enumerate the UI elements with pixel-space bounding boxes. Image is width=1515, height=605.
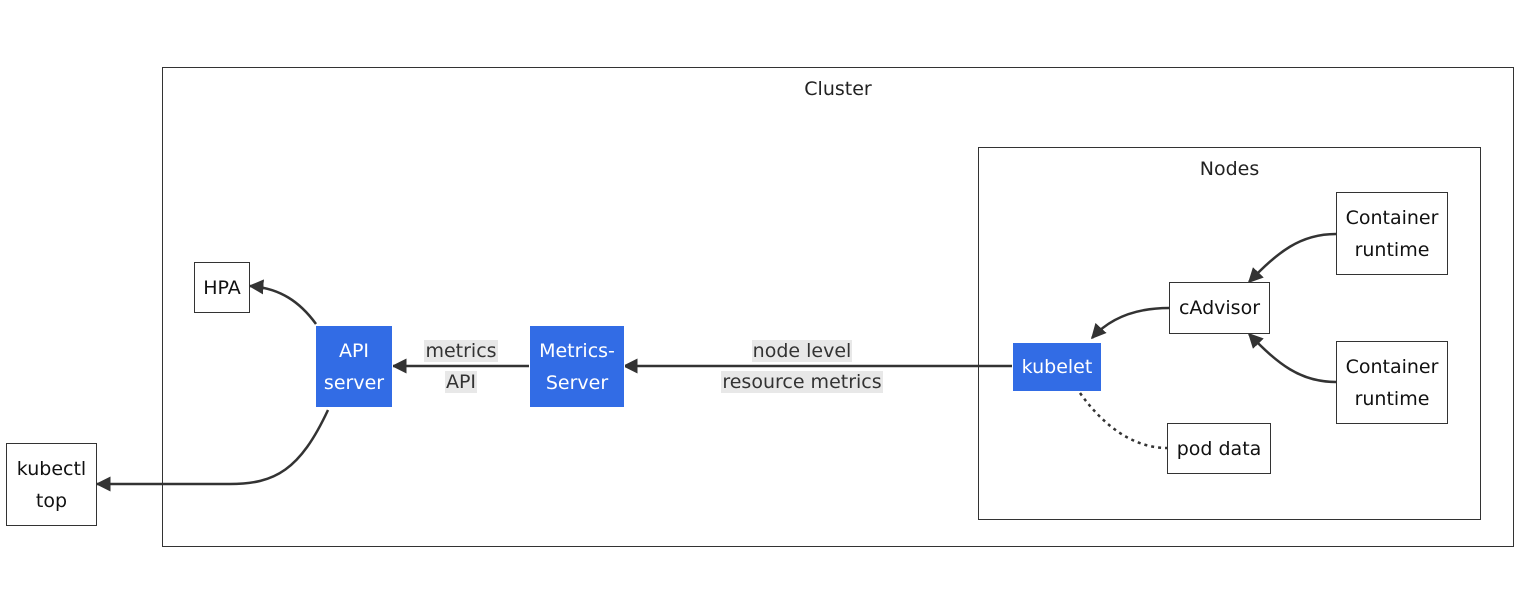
edge-label-node-level: node level resource metrics [706,336,898,398]
node-kubectl-top: kubectl top [6,443,97,526]
edge-cadvisor-to-kubelet [1090,306,1170,340]
nodes-group-title: Nodes [1199,158,1260,180]
edge-kubelet-to-poddata [1078,392,1168,450]
edge-runtime1-to-cadvisor [1247,232,1337,284]
node-container-runtime-2: Container runtime [1336,341,1448,424]
node-container-runtime-1: Container runtime [1336,192,1448,275]
node-metrics-server: Metrics- Server [529,325,625,408]
node-cadvisor: cAdvisor [1169,282,1270,334]
node-kubelet: kubelet [1012,342,1102,392]
node-pod-data: pod data [1167,423,1271,474]
node-hpa: HPA [194,262,250,313]
edge-label-metrics-api-line2: API [444,371,478,393]
cluster-title: Cluster [804,78,872,100]
edge-label-node-level-line2: resource metrics [721,371,883,393]
edge-label-node-level-line1: node level [751,340,853,362]
node-api-server: API server [315,325,393,408]
edge-label-metrics-api: metrics API [413,336,509,398]
edge-api-to-hpa [248,279,318,325]
edge-label-metrics-api-line1: metrics [424,340,498,362]
edge-api-to-kubectl [95,409,330,492]
edge-runtime2-to-cadvisor [1247,332,1337,384]
